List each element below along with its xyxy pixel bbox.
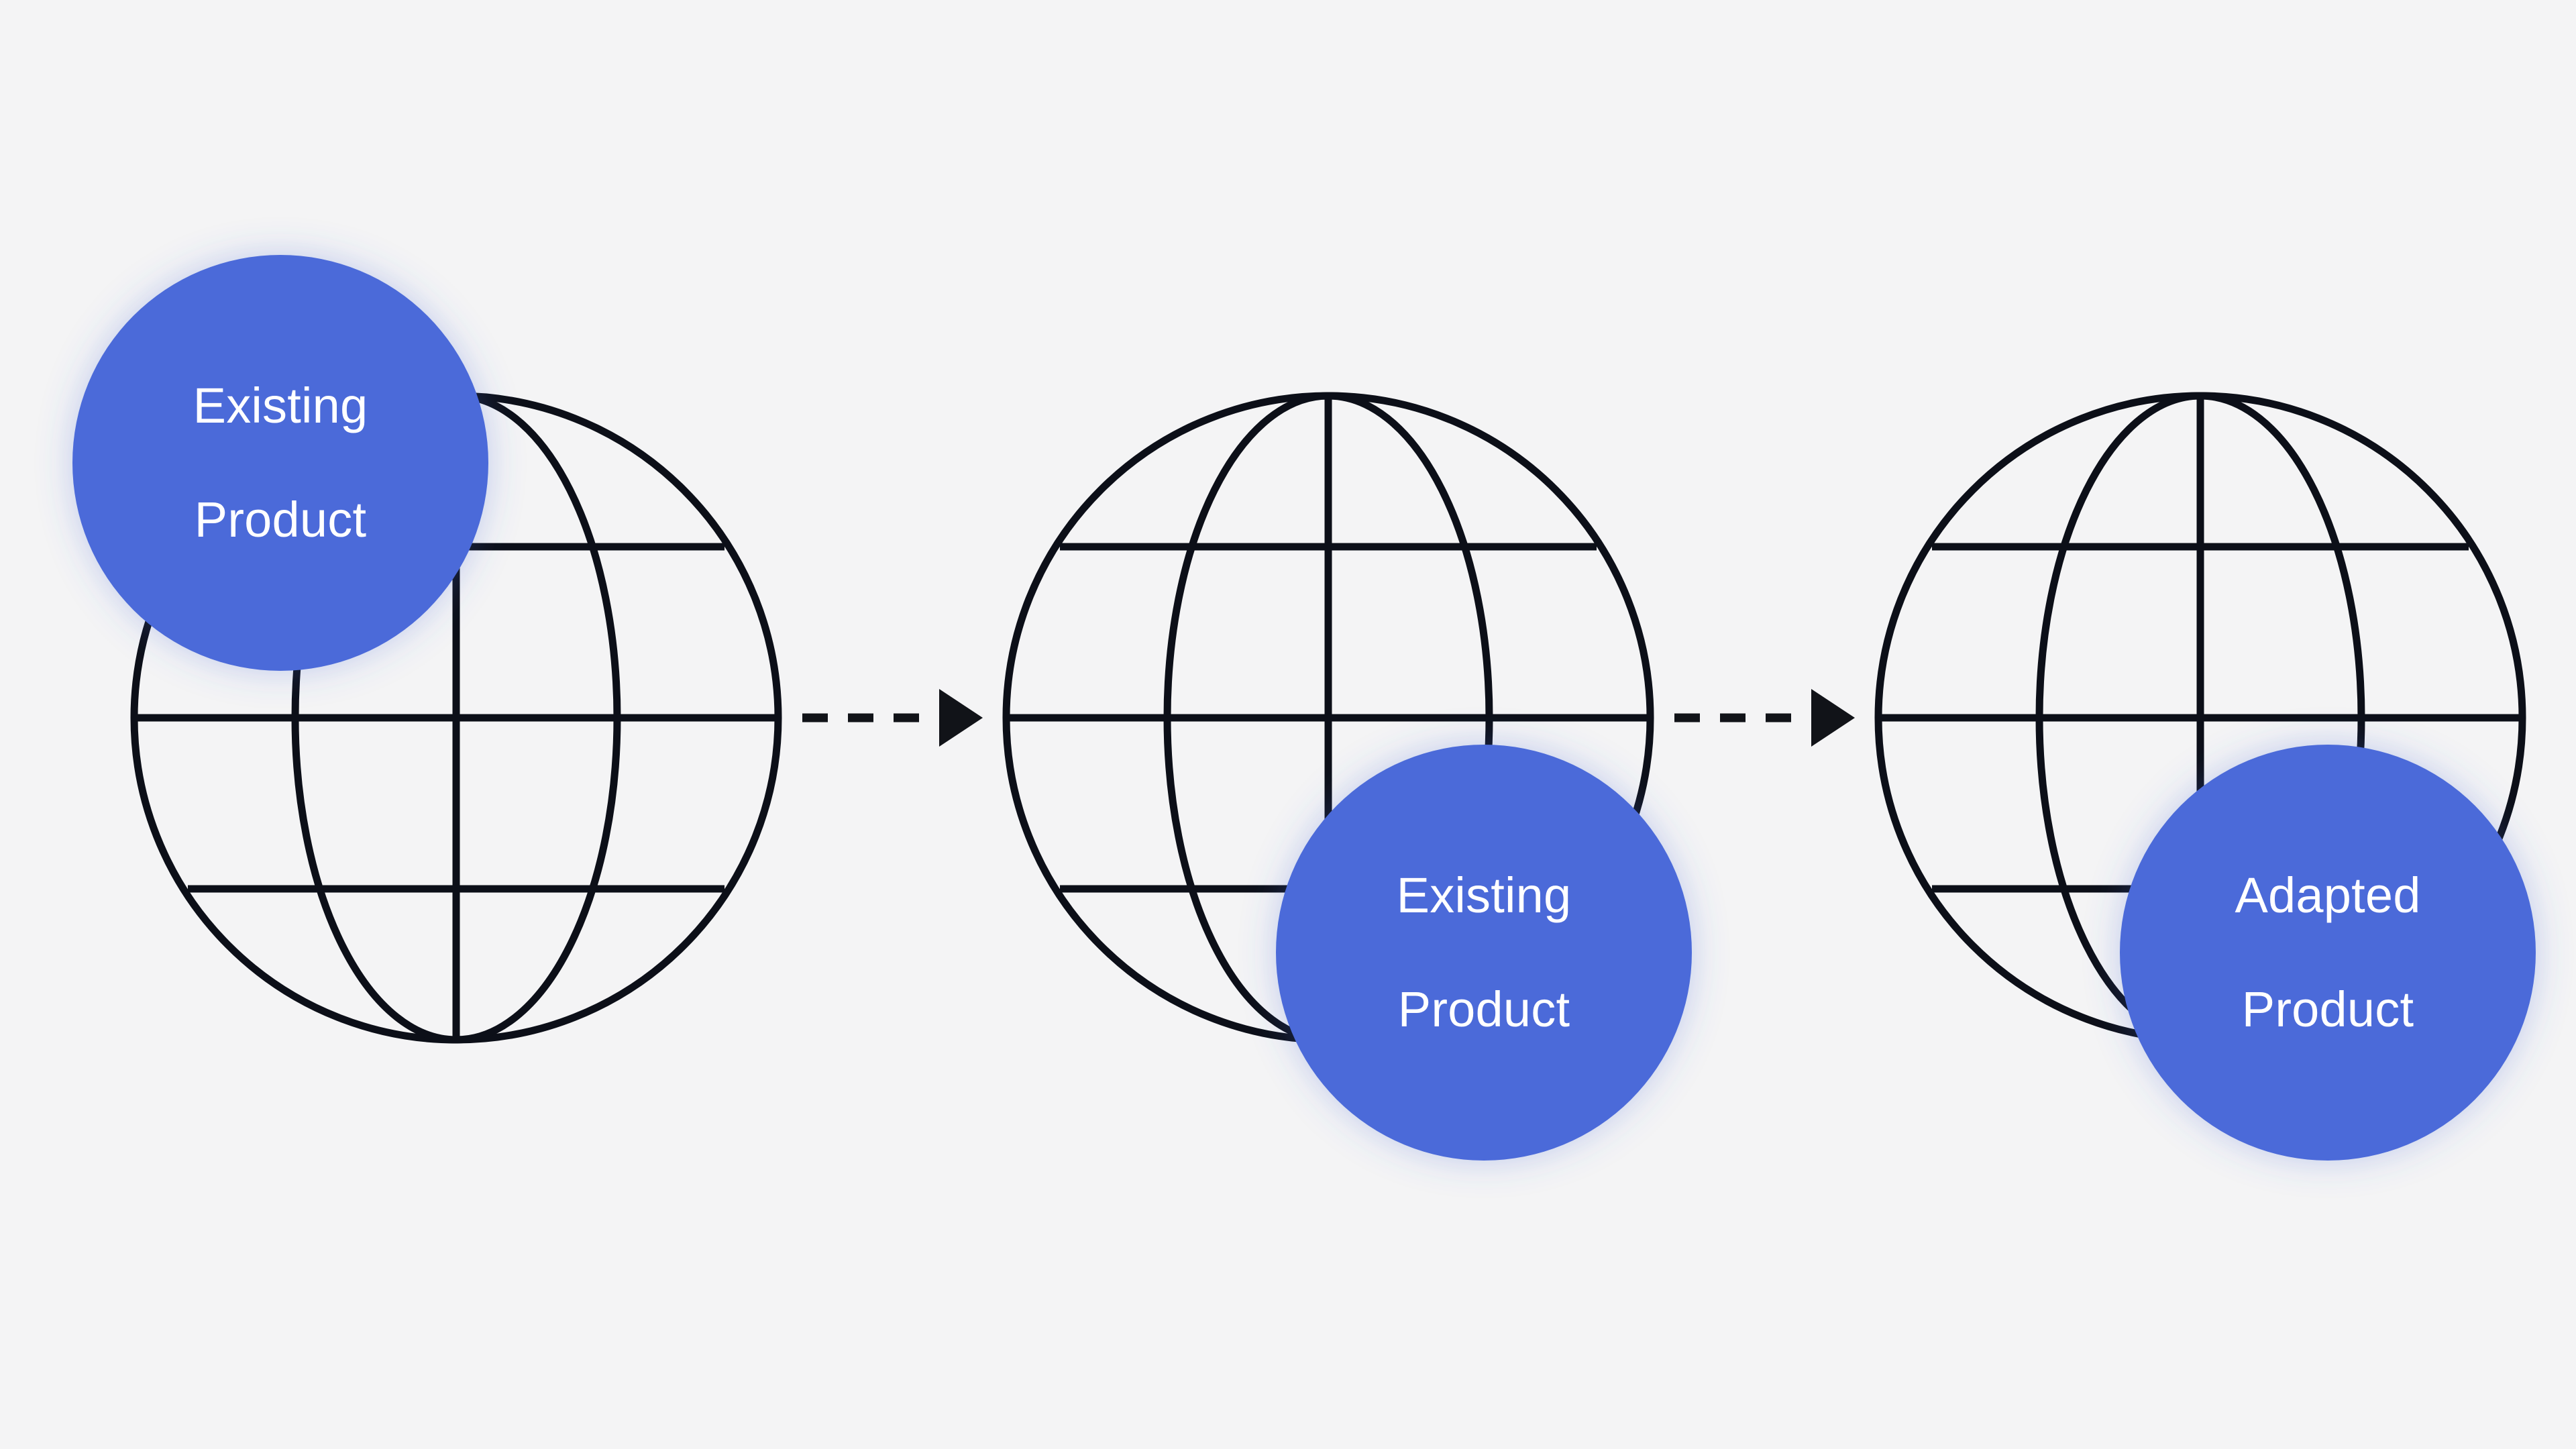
- badge-background: [1276, 745, 1692, 1161]
- globe-meridian-left: [2035, 392, 2201, 1044]
- globe-meridian-right: [455, 392, 621, 1044]
- badge-label-line1: Existing: [1397, 867, 1572, 923]
- badge-background: [2120, 745, 2536, 1161]
- badge-label-line2: Product: [195, 492, 367, 547]
- badge-label-line2: Product: [1398, 981, 1570, 1037]
- badge-adapted-product[interactable]: Adapted Product: [2120, 745, 2536, 1161]
- badge-existing-product-2[interactable]: Existing Product: [1276, 745, 1692, 1161]
- badge-label-line1: Existing: [193, 378, 368, 433]
- badge-existing-product-1[interactable]: Existing Product: [72, 255, 488, 671]
- arrow-stage2-to-stage3: [1674, 689, 1855, 747]
- badge-label-line2: Product: [2242, 981, 2414, 1037]
- globe-meridian-left: [1163, 392, 1329, 1044]
- arrowhead-icon: [1811, 689, 1855, 747]
- badge-label-line1: Adapted: [2235, 867, 2420, 923]
- arrow-stage1-to-stage2: [802, 689, 983, 747]
- badge-background: [72, 255, 488, 671]
- arrowhead-icon: [939, 689, 983, 747]
